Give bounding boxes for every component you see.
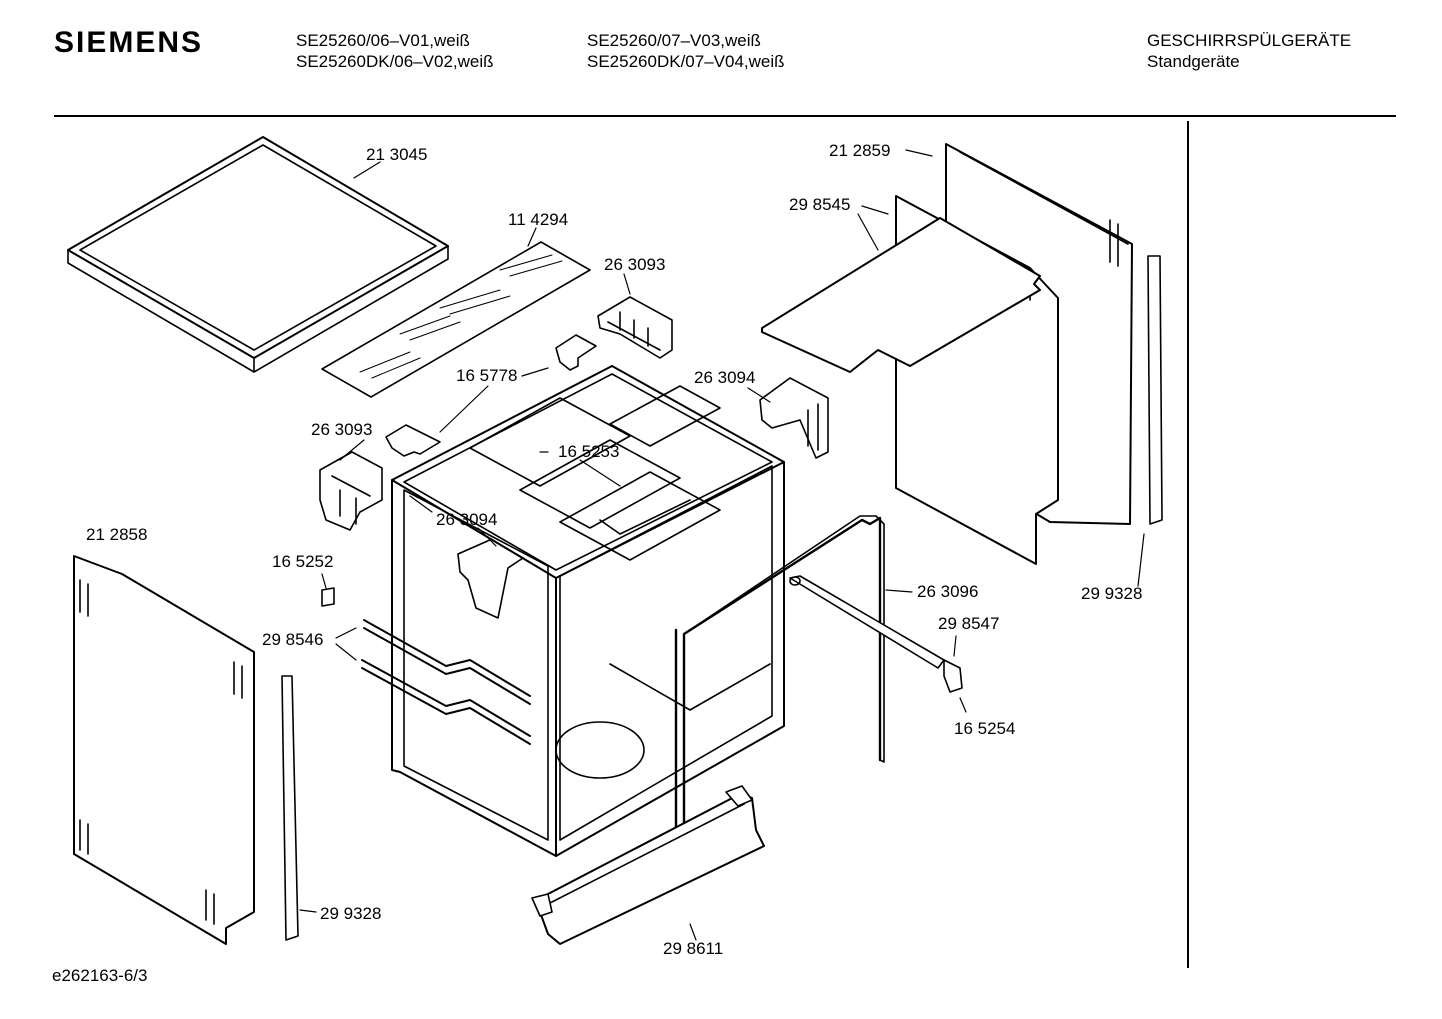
trim-strip-right [1147, 255, 1163, 525]
part-label: 21 3045 [366, 145, 428, 164]
model-list-2: SE25260/07–V03,weiß SE25260DK/07–V04,wei… [587, 30, 785, 72]
worktop-panel [67, 136, 449, 373]
model-number: SE25260DK/06–V02,weiß [296, 52, 494, 71]
rack-runner-lower [361, 659, 531, 745]
document-id: e262163-6/3 [52, 966, 148, 985]
part-label: 26 3093 [311, 420, 373, 439]
rack-runner-upper [363, 619, 531, 705]
bracket-165778-rear [555, 334, 597, 371]
model-number: SE25260/06–V01,weiß [296, 31, 470, 50]
part-label: 29 8611 [663, 939, 724, 958]
category-block: GESCHIRRSPÜLGERÄTE Standgeräte [1147, 30, 1351, 72]
part-label: 16 5253 [558, 442, 620, 461]
trim-strip-left [281, 675, 299, 941]
part-label: 29 8545 [789, 195, 851, 214]
part-label: 26 3096 [917, 582, 979, 601]
category-title: GESCHIRRSPÜLGERÄTE [1147, 31, 1352, 50]
kick-plate [531, 785, 765, 945]
part-label: 21 2858 [86, 525, 148, 544]
part-label: 16 5254 [954, 719, 1016, 738]
hinge-bracket-right [759, 377, 829, 459]
dishwasher-tub [391, 365, 785, 857]
header-divider [54, 115, 1396, 117]
top-insulation-mat [761, 217, 1041, 373]
part-label: 11 4294 [508, 210, 569, 229]
leader-lines [299, 149, 1145, 941]
hinge-cover-left [319, 451, 383, 531]
part-label: 21 2859 [829, 141, 891, 160]
hinge-cover-right [597, 296, 673, 359]
part-label: 16 5252 [272, 552, 334, 571]
part-label: 29 8547 [938, 614, 1000, 633]
part-label: 26 3093 [604, 255, 666, 274]
rail-cap [943, 659, 963, 693]
model-number: SE25260DK/07–V04,weiß [587, 52, 785, 71]
part-label: 16 5778 [456, 366, 518, 385]
part-label: 26 3094 [694, 368, 756, 387]
part-label: 29 9328 [1081, 584, 1143, 603]
model-number: SE25260/07–V03,weiß [587, 31, 761, 50]
part-label: 29 9328 [320, 904, 382, 923]
clip-165252 [321, 587, 335, 607]
insulation-foil [321, 241, 591, 398]
part-label: 26 3094 [436, 510, 498, 529]
bracket-165778-front [385, 424, 441, 457]
model-list-1: SE25260/06–V01,weiß SE25260DK/06–V02,wei… [296, 30, 494, 72]
left-side-panel [73, 555, 255, 945]
brand-logo: SIEMENS [54, 26, 204, 59]
category-subtitle: Standgeräte [1147, 52, 1240, 71]
part-label: 29 8546 [262, 630, 324, 649]
right-margin-divider [1187, 121, 1189, 968]
